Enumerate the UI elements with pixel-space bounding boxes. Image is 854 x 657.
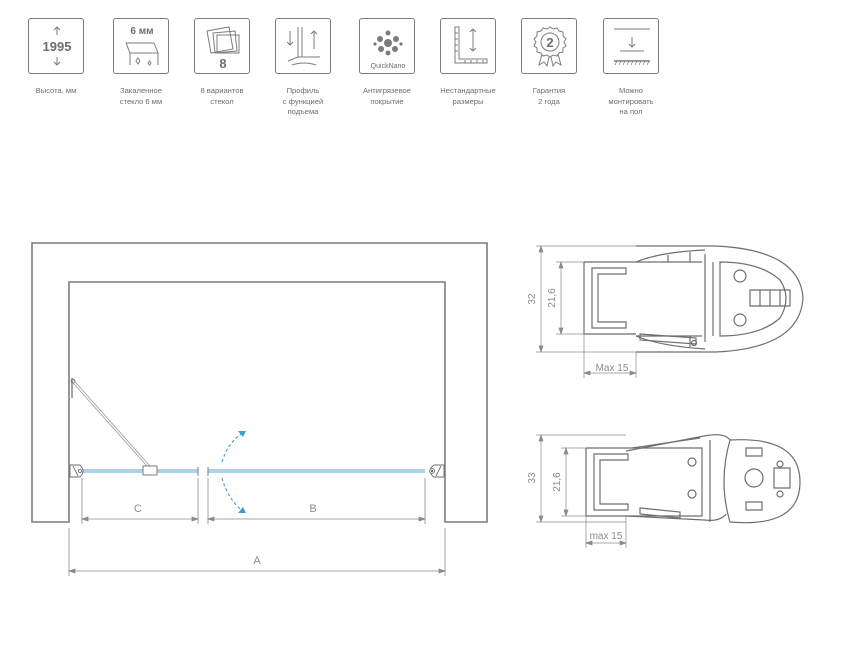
feature-coating-tile: QuickNano [359, 18, 415, 74]
profile-section-top [583, 245, 804, 353]
profile-bottom-height-label: 33 [527, 472, 538, 484]
feature-variants: 8 8 вариантов стекол [177, 18, 267, 107]
feature-profile-tile [275, 18, 331, 74]
dimension-lines-plan [67, 478, 447, 576]
feature-warranty: 2 Гарантия 2 года [504, 18, 594, 107]
feature-profile: Профиль с функцией подъема [258, 18, 348, 118]
height-arrows-icon: 1995 [43, 26, 72, 66]
caption-line: подъема [287, 107, 319, 116]
custom-size-icon [454, 26, 488, 64]
caption-line: 8 вариантов [200, 86, 244, 95]
profile-top-width-label: Max 15 [596, 363, 629, 374]
caption-line: размеры [452, 96, 484, 106]
caption-line: монтировать [608, 96, 654, 106]
wall-profile-left [69, 464, 84, 478]
swing-arrow-heads [238, 431, 246, 513]
feature-coating-value: QuickNano [371, 63, 406, 70]
profile-bottom-inner-label: 21,6 [552, 472, 563, 492]
glass-pane-icon: 6 мм [125, 26, 159, 66]
caption-line: с функцией [282, 96, 324, 106]
feature-floor-caption: Можно монтировать на пол [586, 86, 676, 118]
feature-floor: Можно монтировать на пол [586, 18, 676, 118]
feature-variants-caption: 8 вариантов стекол [177, 86, 267, 107]
wall-profile-right [429, 464, 445, 478]
profile-top-height-label: 32 [527, 293, 538, 305]
lift-profile-icon [286, 27, 320, 66]
dimension-label-a: A [253, 555, 261, 567]
feature-sizes-caption: Нестандартные размеры [423, 86, 513, 107]
glass-variants-icon: 8 [206, 26, 240, 71]
caption-line: покрытие [370, 96, 404, 106]
caption-line: Антигрязевое [362, 86, 411, 95]
feature-height: 1995 Высота, мм [11, 18, 101, 97]
caption-line: Нестандартные [440, 86, 496, 95]
door-swing-guide [70, 378, 154, 471]
caption-line: Гарантия [532, 86, 566, 95]
feature-glass: 6 мм Закаленное стекло 6 мм [96, 18, 186, 107]
feature-glass-value: 6 мм [130, 26, 153, 37]
stabilizer-clamp [142, 465, 158, 476]
feature-sizes-tile [440, 18, 496, 74]
feature-warranty-caption: Гарантия 2 года [504, 86, 594, 107]
floor-mount-icon [614, 28, 650, 66]
caption-line: Профиль [286, 86, 320, 95]
feature-warranty-value: 2 [546, 35, 553, 50]
warranty-badge-icon: 2 [533, 26, 567, 68]
feature-floor-tile [603, 18, 659, 74]
dimension-lines-bottom [536, 433, 628, 548]
feature-coating-caption: Антигрязевое покрытие [342, 86, 432, 107]
feature-height-caption: Высота, мм [35, 86, 77, 95]
niche-walls [31, 242, 488, 523]
caption-line: стекол [210, 96, 234, 106]
feature-glass-caption: Закаленное стекло 6 мм [96, 86, 186, 107]
feature-variants-tile: 8 [194, 18, 250, 74]
feature-variants-value: 8 [219, 56, 226, 71]
feature-glass-tile: 6 мм [113, 18, 169, 74]
caption-line: на пол [619, 107, 643, 116]
feature-warranty-tile: 2 [521, 18, 577, 74]
feature-coating: QuickNano Антигрязевое покрытие [342, 18, 432, 107]
feature-profile-caption: Профиль с функцией подъема [258, 86, 348, 118]
profile-bottom-width-label: max 15 [590, 531, 623, 542]
caption-line: стекло 6 мм [119, 96, 163, 106]
dimension-lines-top [536, 244, 638, 378]
profile-section-bottom [585, 434, 801, 524]
feature-sizes: Нестандартные размеры [423, 18, 513, 107]
caption-line: Можно [618, 86, 644, 95]
caption-line: 2 года [538, 96, 560, 106]
dimension-label-b: B [309, 503, 316, 515]
dimension-label-c: C [134, 503, 142, 515]
profile-top-inner-label: 21,6 [547, 288, 558, 308]
feature-height-tile: 1995 [28, 18, 84, 74]
caption-line: Закаленное [119, 86, 162, 95]
feature-height-value: 1995 [43, 39, 72, 54]
nano-coating-icon: QuickNano [371, 30, 406, 70]
